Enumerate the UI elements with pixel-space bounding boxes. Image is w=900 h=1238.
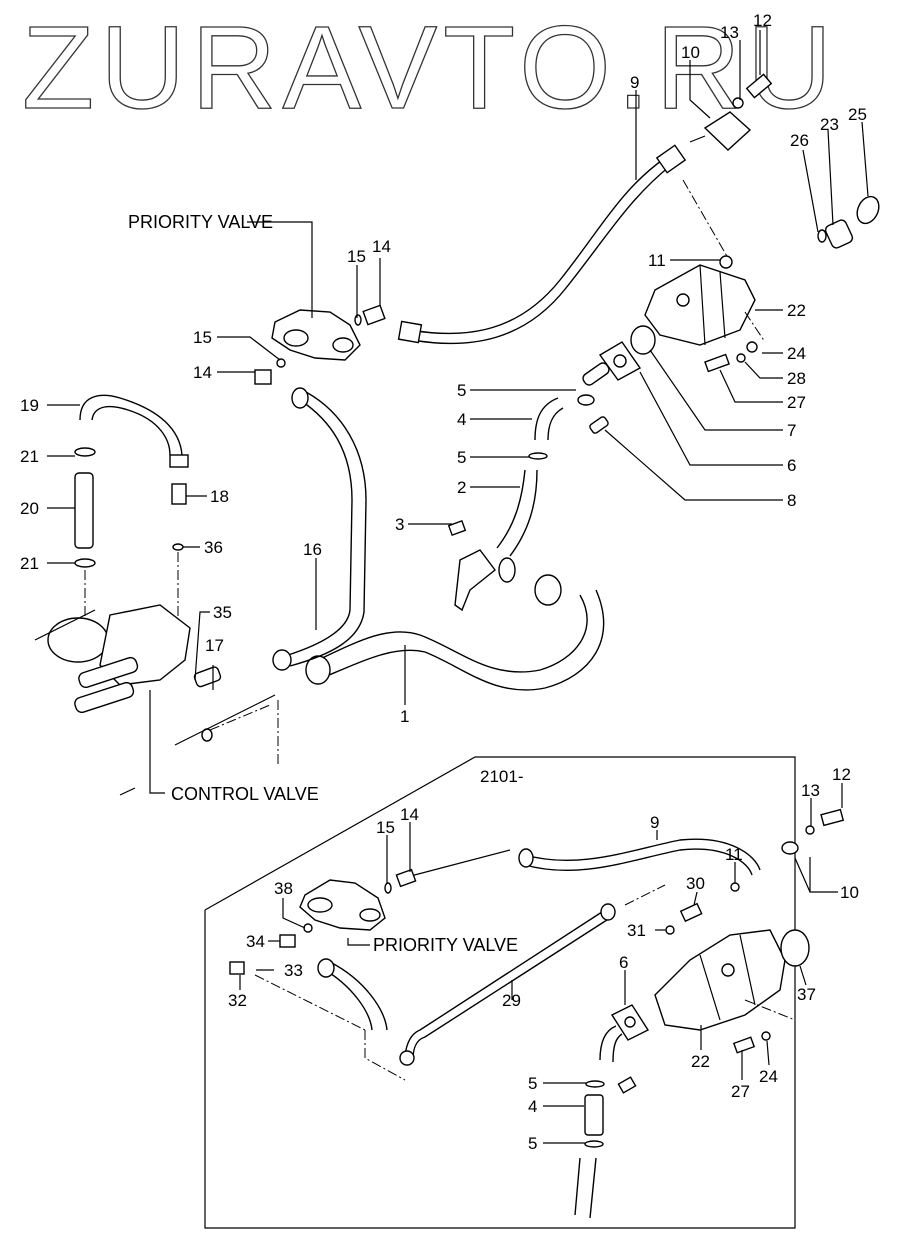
callout: 12 <box>832 765 851 784</box>
callout: 11 <box>725 845 743 864</box>
callout: 17 <box>205 636 224 655</box>
bolt-27 <box>704 341 758 373</box>
callout: 9 <box>650 813 659 832</box>
hose-16 <box>272 387 367 671</box>
watermark-text: ZURAVTO.RU <box>22 2 838 134</box>
callout: 27 <box>787 393 806 412</box>
callout: 32 <box>228 991 247 1010</box>
callout: 31 <box>627 921 646 940</box>
callout: 2 <box>457 478 466 497</box>
callout: 5 <box>457 448 466 467</box>
flange-6 <box>582 341 642 434</box>
callout: 11 <box>648 251 666 270</box>
callout: 8 <box>787 491 796 510</box>
callout: 6 <box>787 456 796 475</box>
callout: 25 <box>848 105 867 124</box>
callout: 12 <box>753 11 772 30</box>
callout: 14 <box>193 363 212 382</box>
callout: 5 <box>528 1074 537 1093</box>
inset-frame <box>204 756 796 1229</box>
callout: 30 <box>686 874 705 893</box>
callout: 5 <box>528 1134 537 1153</box>
callout: 16 <box>303 540 322 559</box>
callout: 21 <box>20 447 39 466</box>
callout: 1 <box>400 707 409 726</box>
callout: 21 <box>20 554 39 573</box>
callout: 20 <box>20 499 39 518</box>
callout: 15 <box>376 818 395 837</box>
callout: 5 <box>457 381 466 400</box>
callout: 29 <box>502 991 521 1010</box>
callout: 22 <box>691 1052 710 1071</box>
callout: 33 <box>284 961 303 980</box>
callout: 13 <box>801 781 820 800</box>
callout: 27 <box>731 1082 750 1101</box>
callout: 3 <box>395 515 404 534</box>
inset-parts <box>229 808 845 1219</box>
callout: 28 <box>787 369 806 388</box>
callout: 6 <box>619 953 628 972</box>
callout: 35 <box>213 603 232 622</box>
caption-control-valve: CONTROL VALVE <box>171 784 319 804</box>
caption-priority-valve: PRIORITY VALVE <box>128 212 273 232</box>
callout: 7 <box>787 421 796 440</box>
callout: 15 <box>193 328 212 347</box>
callout: 24 <box>787 344 806 363</box>
callout: 10 <box>840 883 859 902</box>
filter-assembly <box>817 195 880 249</box>
priority-valve-main <box>254 304 386 385</box>
callout: 14 <box>372 237 391 256</box>
callout: 15 <box>347 247 366 266</box>
inset-leader-lines <box>239 783 843 1144</box>
callout: 36 <box>204 538 223 557</box>
callout: 37 <box>797 985 816 1004</box>
callout: 34 <box>246 932 265 951</box>
hydraulic-pump <box>630 179 766 355</box>
callout: 26 <box>790 131 809 150</box>
callout: 4 <box>457 410 466 429</box>
callout: 4 <box>528 1097 537 1116</box>
inset-serial-label: 2101- <box>480 767 523 786</box>
callout: 19 <box>20 396 39 415</box>
callout: 13 <box>720 23 739 42</box>
callout: 18 <box>210 487 229 506</box>
callout: 23 <box>820 115 839 134</box>
hose-19-20 <box>74 394 189 630</box>
caption-priority-valve-inset: PRIORITY VALVE <box>373 935 518 955</box>
hose-9 <box>397 144 687 345</box>
callout: 10 <box>681 43 700 62</box>
hose-4-2 <box>447 394 595 612</box>
callout: 24 <box>759 1067 778 1086</box>
hose-1 <box>305 574 605 691</box>
callout: 9 <box>630 73 639 92</box>
callout: 14 <box>400 805 419 824</box>
block-10 <box>689 111 752 151</box>
callout: 38 <box>274 879 293 898</box>
control-valve <box>34 604 279 796</box>
callout: 22 <box>787 301 806 320</box>
bolt-12 <box>732 73 773 109</box>
leader-lines <box>47 30 869 794</box>
